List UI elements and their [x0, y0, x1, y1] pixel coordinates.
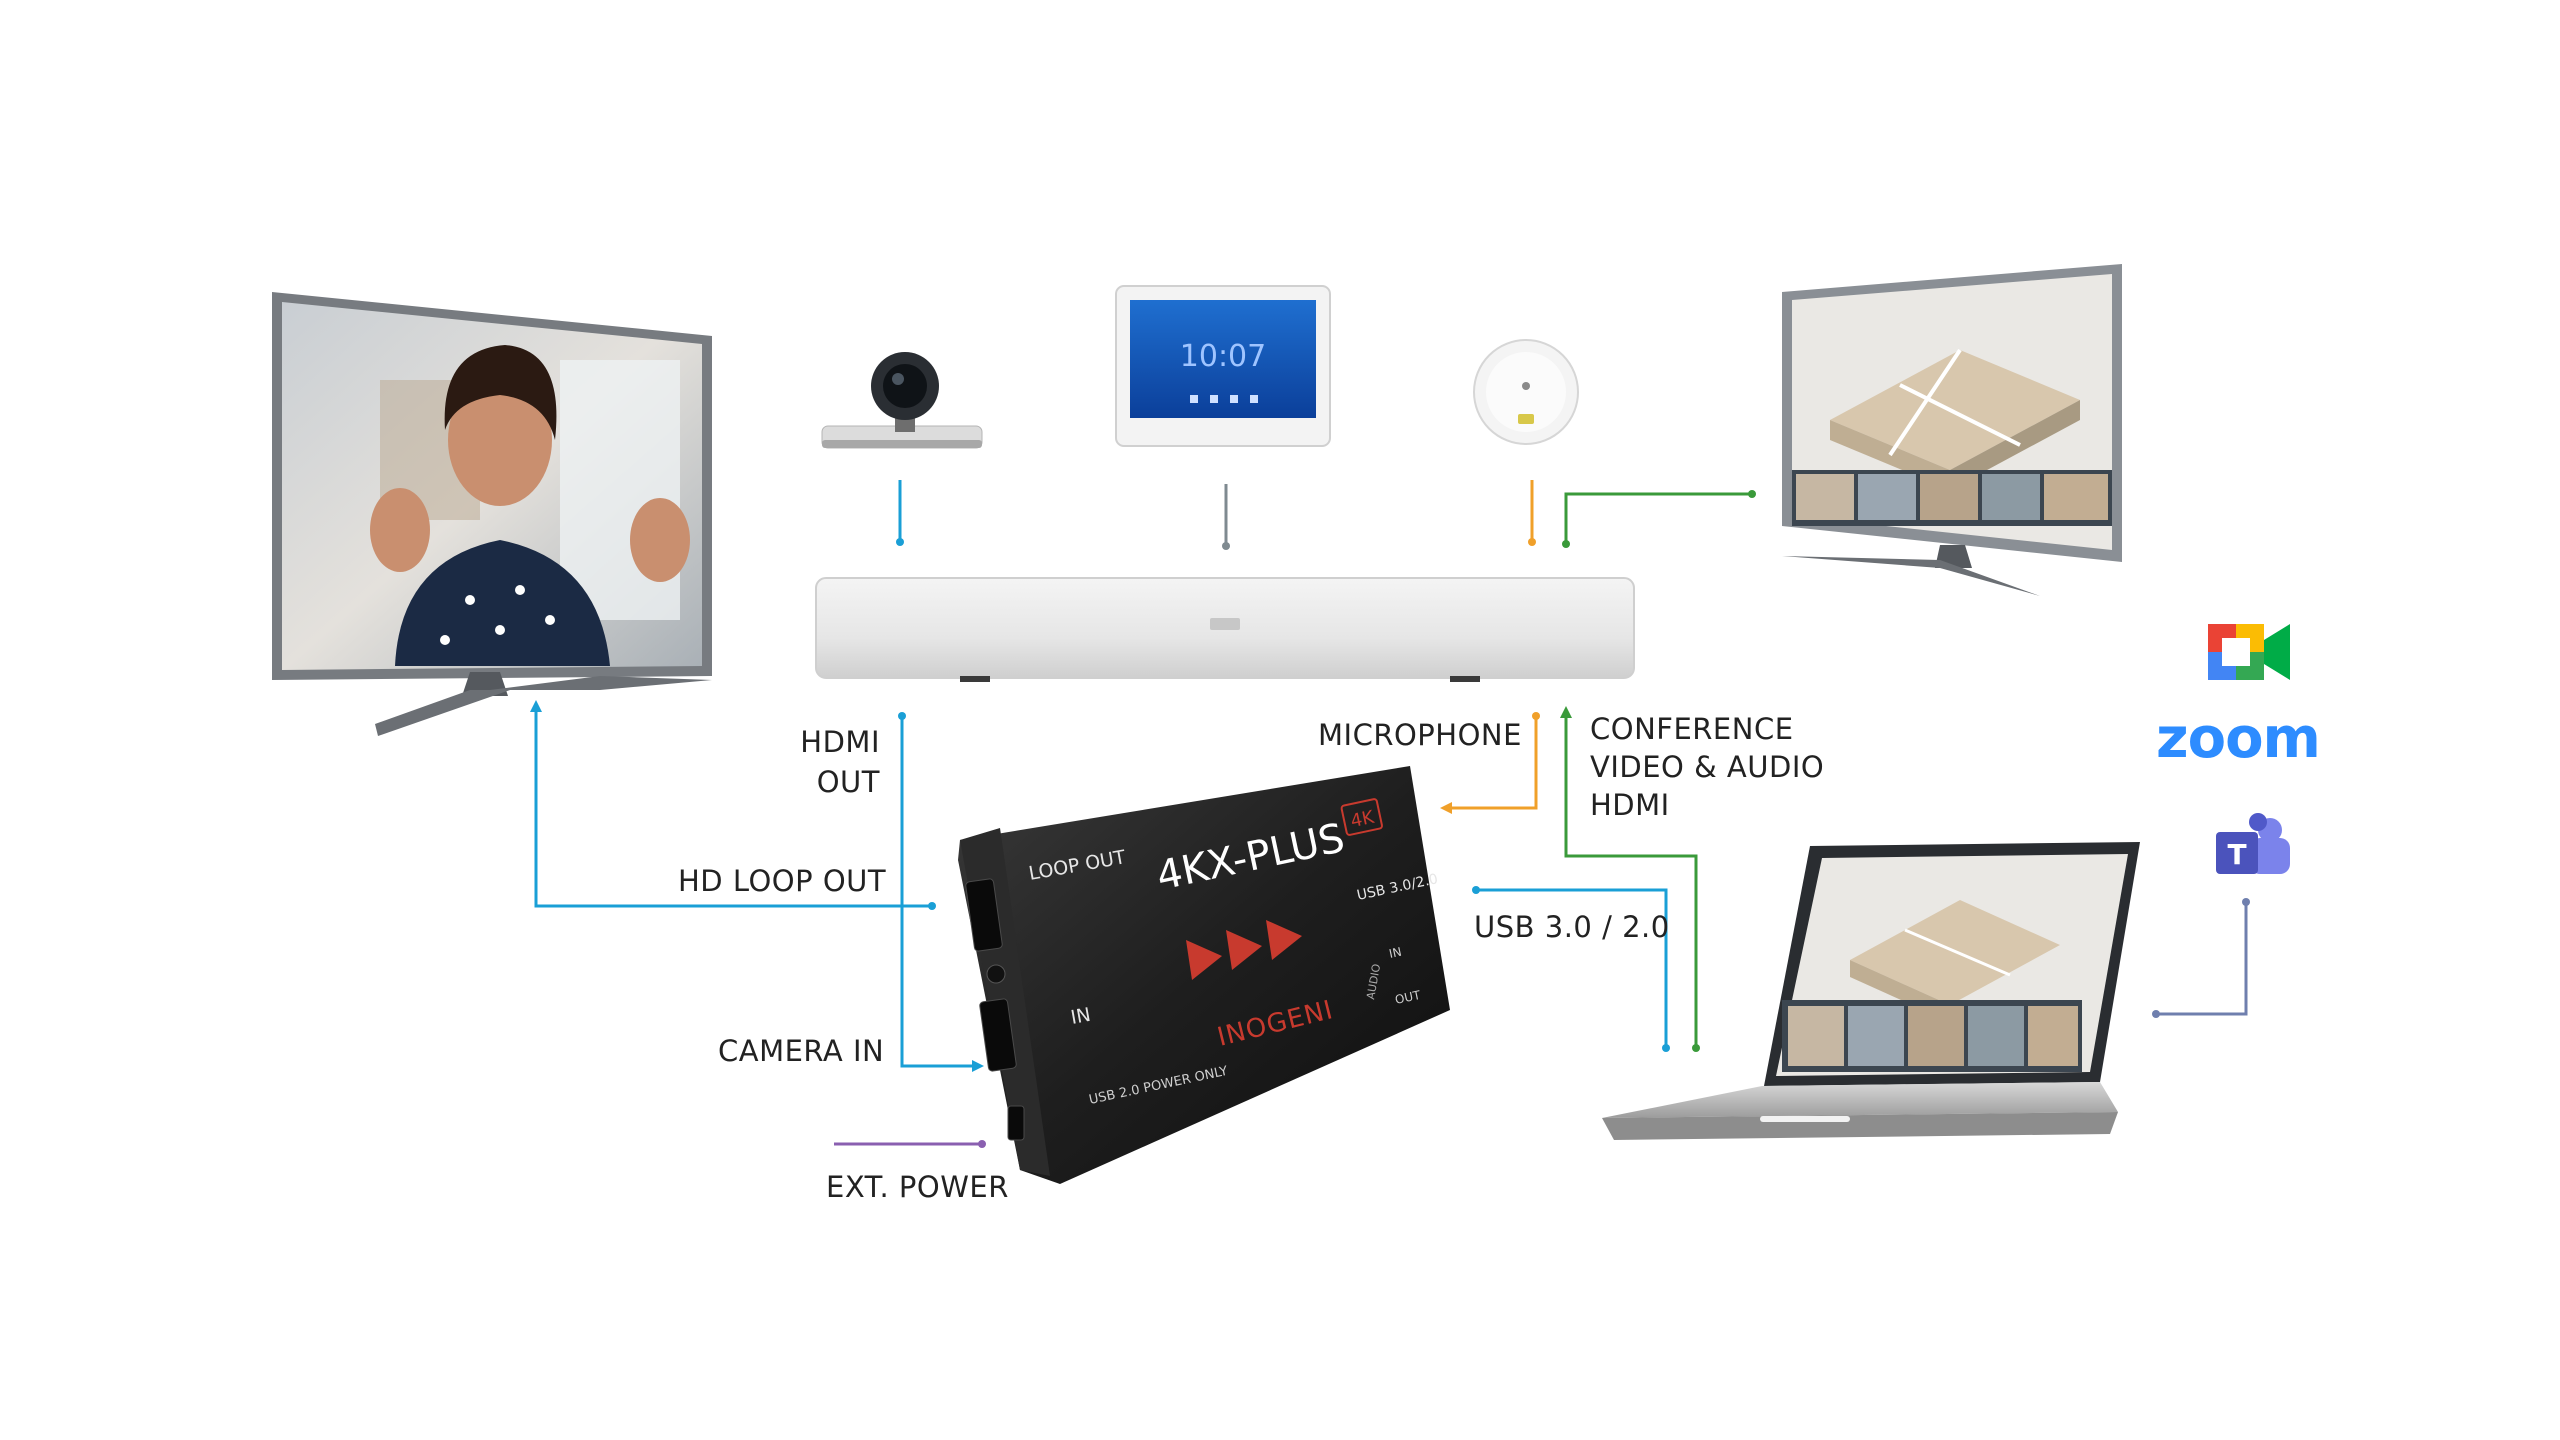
hd-loop-out-label: HD LOOP OUT: [678, 864, 887, 898]
usb-line: [1476, 888, 1668, 1046]
google-meet-icon: [2208, 624, 2290, 680]
audio-in-label: IN: [1388, 945, 1403, 961]
audio-jack: [986, 964, 1006, 984]
hd-loop-out-line: [534, 710, 932, 908]
microsoft-teams-icon: T: [2216, 813, 2290, 874]
in-port-label: IN: [1069, 1004, 1092, 1029]
ext-power-label: EXT. POWER: [826, 1170, 1009, 1204]
hdmi-out-line: [900, 716, 972, 1068]
laptop: [1602, 842, 2140, 1140]
usb-power-port: [1007, 1105, 1025, 1141]
video-bar: [815, 577, 1635, 682]
usb-label: USB 3.0 / 2.0: [1474, 910, 1670, 944]
bar-to-right-tv-line: [1564, 492, 1752, 544]
zoom-logo: zoom: [2156, 706, 2321, 771]
loop-out-port: [965, 878, 1003, 952]
right-tv: [1782, 264, 2122, 596]
presenter-person: [370, 345, 690, 666]
audio-label: AUDIO: [1364, 963, 1383, 1001]
hdmi-out-label-line2: OUT: [816, 765, 880, 799]
conference-label-line2: VIDEO & AUDIO: [1590, 750, 1825, 784]
ptz-camera: [821, 352, 983, 449]
conference-label-line1: CONFERENCE: [1590, 712, 1794, 746]
panel-to-bar-dot: [1222, 542, 1230, 550]
conference-hdmi-line: [1564, 716, 1698, 1046]
mic-to-bar-dot: [1528, 538, 1536, 546]
hdmi-out-label-line1: HDMI: [800, 725, 880, 759]
4k-badge: 4K: [1340, 798, 1383, 836]
left-tv: [272, 292, 712, 736]
hdmi-in-port: [979, 998, 1017, 1072]
camera-in-label: CAMERA IN: [718, 1034, 885, 1068]
connection-lines: [530, 480, 2250, 1148]
audio-out-label: OUT: [1394, 988, 1423, 1007]
camera-to-bar-dot: [896, 538, 904, 546]
hdmi-out-label: HDMI OUT: [760, 722, 880, 802]
ceiling-microphone: [1473, 339, 1579, 445]
conference-label: CONFERENCE VIDEO & AUDIO HDMI: [1590, 710, 1824, 824]
mic-to-device-line: [1450, 716, 1538, 810]
laptop-to-platforms-line: [2156, 904, 2248, 1016]
converter-device: LOOP OUT IN USB 2.0 POWER ONLY 4KX-PLUS …: [958, 766, 1450, 1184]
touch-panel: 10:07: [1115, 285, 1331, 447]
microphone-label: MICROPHONE: [1318, 718, 1522, 752]
conference-label-line3: HDMI: [1590, 788, 1670, 822]
svg-text:T: T: [2227, 838, 2246, 871]
touch-panel-time: 10:07: [1180, 339, 1266, 374]
play-arrows-icon: [1186, 920, 1302, 980]
svg-text:4K: 4K: [1349, 807, 1377, 833]
